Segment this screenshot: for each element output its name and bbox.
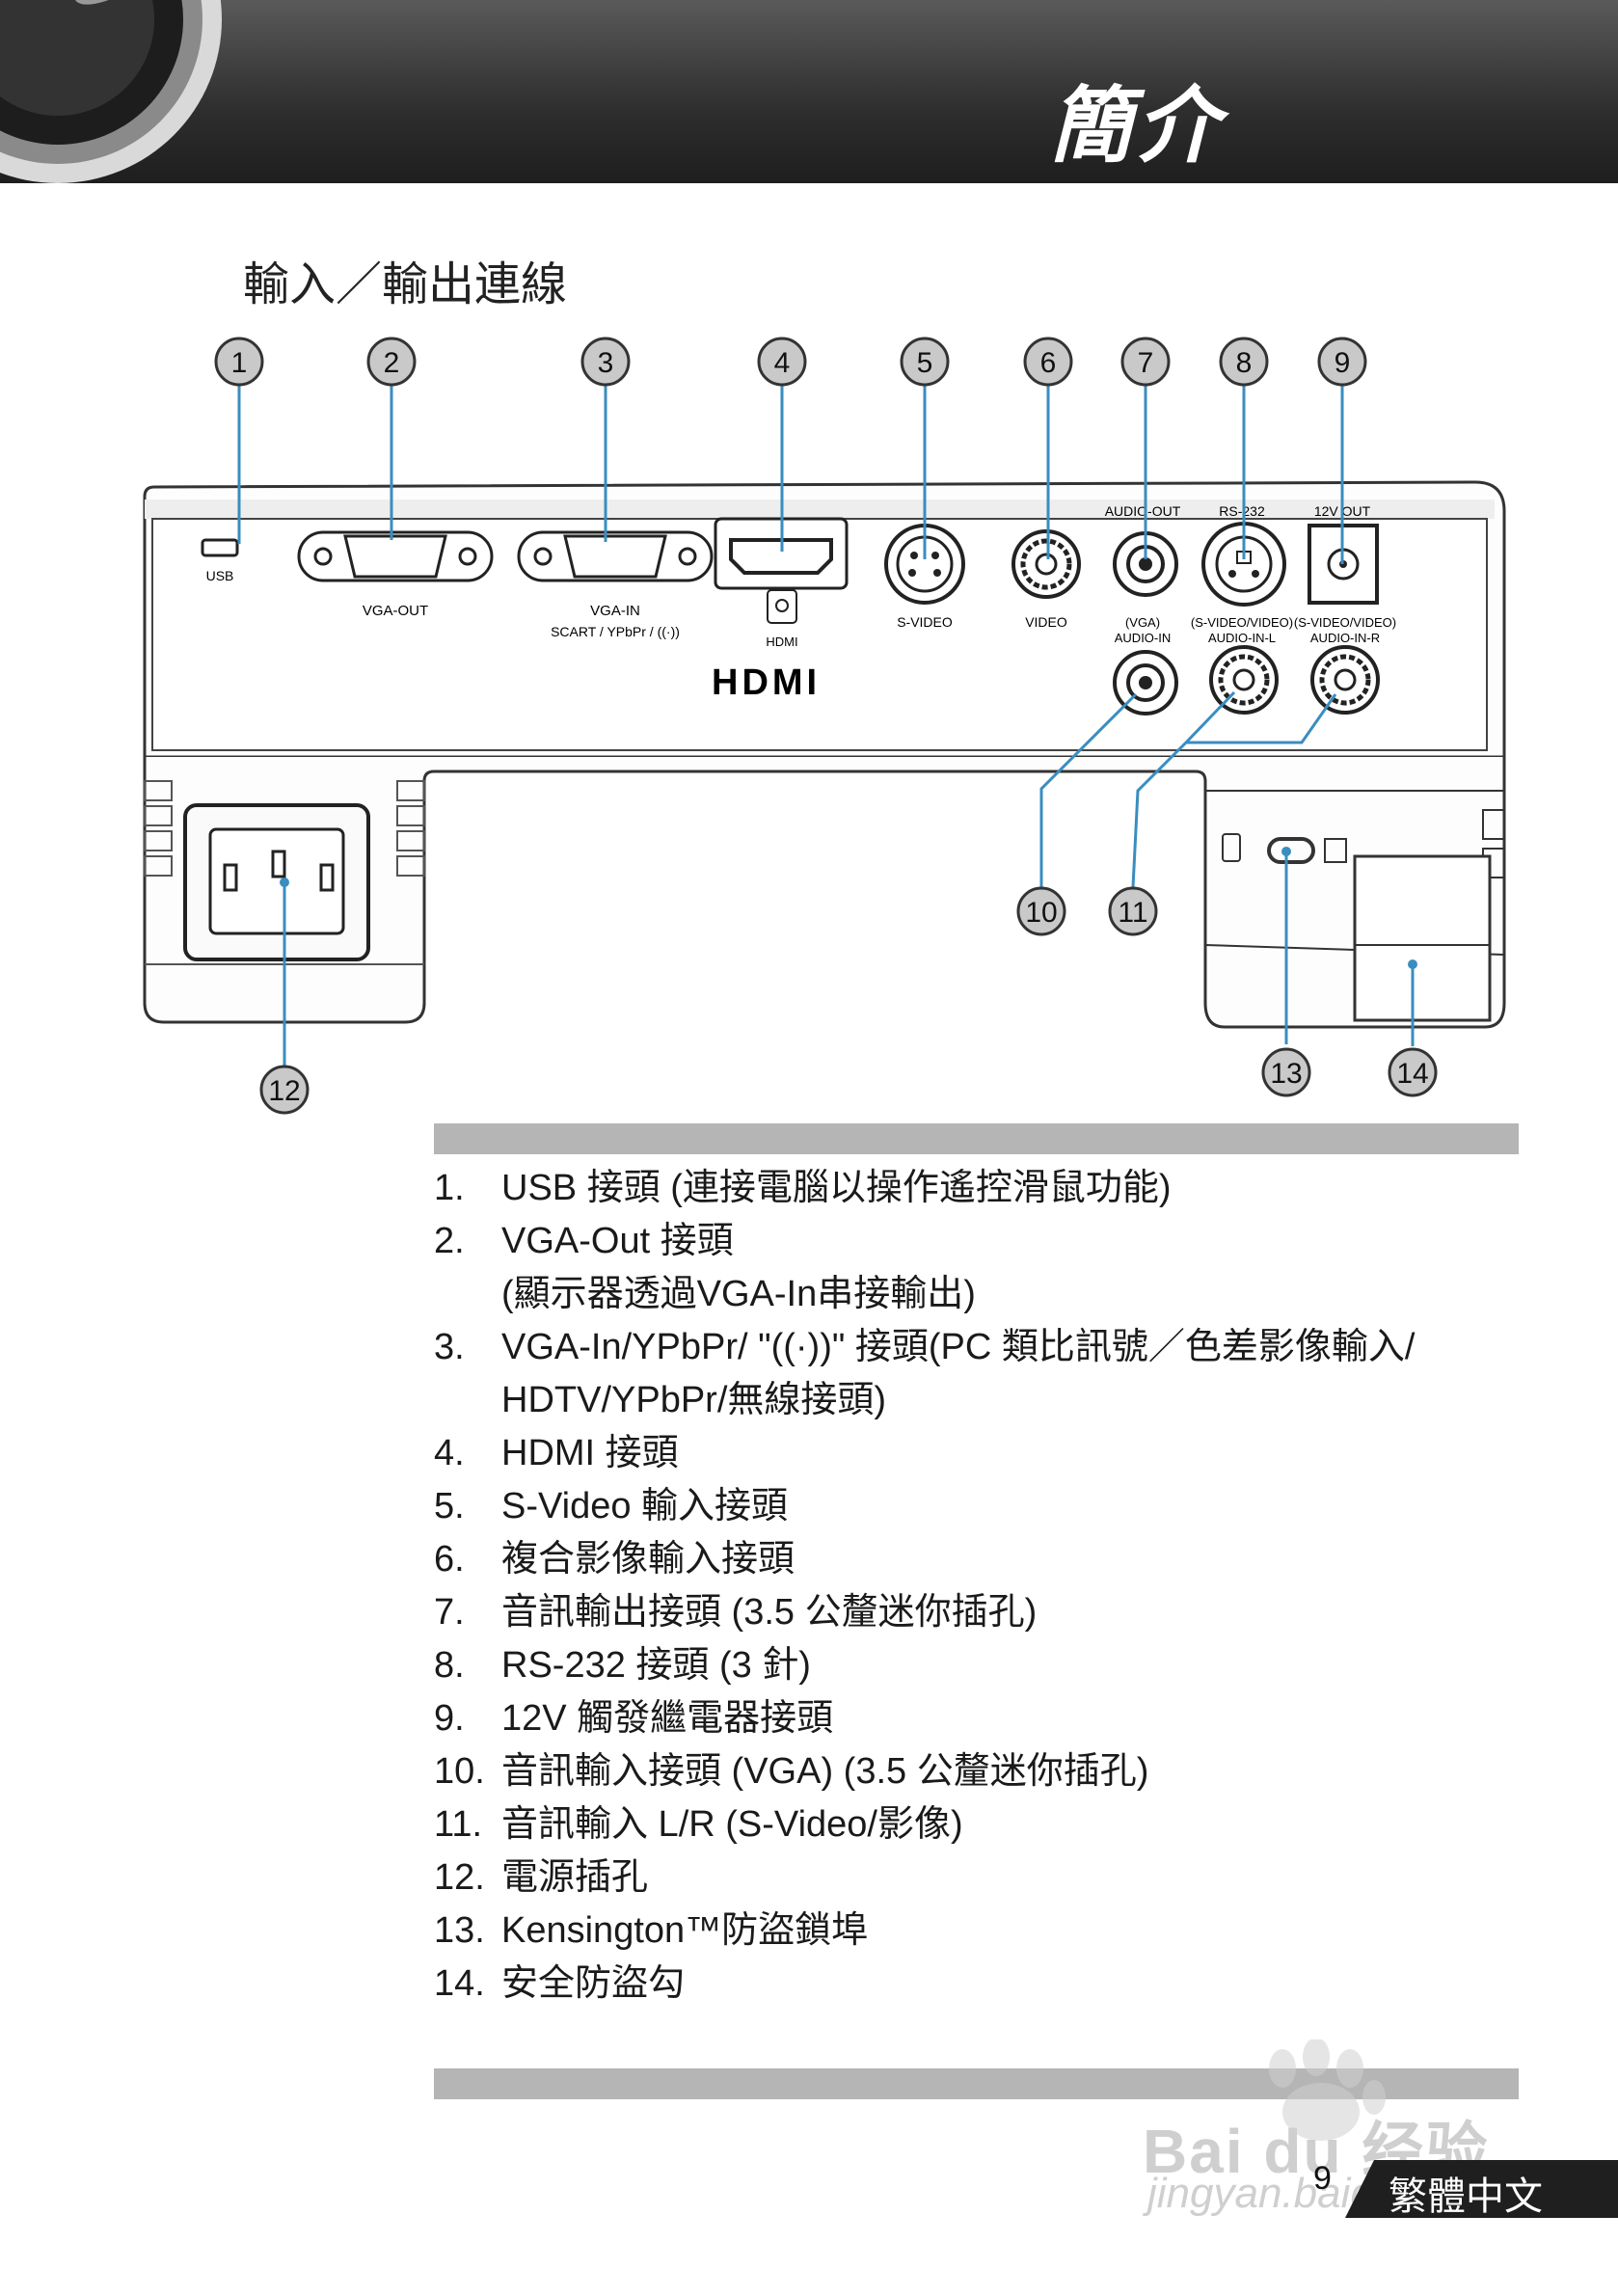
rear-panel-diagram: USB VGA-OUT VGA-IN SCART / YPbPr / ((·))… xyxy=(143,337,1506,1115)
list-item: 8.RS-232 接頭 (3 針) xyxy=(434,1645,811,1686)
s-video-port: S-VIDEO xyxy=(884,524,965,630)
list-item: 14.安全防盜勾 xyxy=(434,1963,686,2004)
list-item-subline: HDTV/YPbPr/無線接頭) xyxy=(501,1380,887,1420)
callout-7: 7 xyxy=(1120,337,1171,387)
usb-label: USB xyxy=(206,568,234,583)
callout-3: 3 xyxy=(580,337,631,387)
audio-in-l-port: (S-VIDEO/VIDEO) AUDIO-IN-L xyxy=(1191,615,1293,715)
svg-text:5: 5 xyxy=(917,347,933,379)
audio-in-l-label-1: (S-VIDEO/VIDEO) xyxy=(1191,615,1293,630)
callout-14: 14 xyxy=(1388,1047,1438,1097)
svg-text:13: 13 xyxy=(1270,1058,1302,1090)
divider-bar-top xyxy=(434,1123,1519,1154)
callout-11: 11 xyxy=(1108,886,1158,936)
callout-2: 2 xyxy=(366,337,417,387)
callout-8: 8 xyxy=(1219,337,1269,387)
list-item: 4.HDMI 接頭 xyxy=(434,1433,679,1473)
list-item: 6.複合影像輸入接頭 xyxy=(434,1539,796,1580)
callout-6: 6 xyxy=(1023,337,1073,387)
callout-markers: 1 2 3 4 5 6 7 8 9 10 11 12 13 14 xyxy=(214,337,1438,1115)
vga-audio-in-label-2: AUDIO-IN xyxy=(1115,631,1172,645)
svg-text:10: 10 xyxy=(1025,897,1057,929)
svg-text:2: 2 xyxy=(384,347,400,379)
audio-in-l-label-2: AUDIO-IN-L xyxy=(1208,631,1276,645)
section-title: 輸入／輸出連線 xyxy=(243,257,568,311)
rs232-label: RS-232 xyxy=(1219,503,1265,519)
svg-text:4: 4 xyxy=(774,347,791,379)
vga-in-sub-label: SCART / YPbPr / ((·)) xyxy=(551,624,680,639)
vga-in-port: VGA-IN SCART / YPbPr / ((·)) xyxy=(517,530,714,639)
callout-12: 12 xyxy=(259,1065,310,1115)
page-number: 9 xyxy=(1313,2160,1332,2197)
audio-in-r-label-2: AUDIO-IN-R xyxy=(1310,631,1380,645)
vga-audio-in-port: (VGA) AUDIO-IN xyxy=(1113,615,1178,716)
header-banner: 簡介 xyxy=(0,0,1618,183)
hdmi-small-label: HDMI xyxy=(766,635,797,649)
svg-text:8: 8 xyxy=(1236,347,1253,379)
language-label: 繁體中文 xyxy=(1389,2174,1543,2219)
svg-text:9: 9 xyxy=(1335,347,1351,379)
hdmi-logo: HDMI xyxy=(712,662,821,703)
svg-text:1: 1 xyxy=(231,347,248,379)
svg-text:12: 12 xyxy=(268,1075,300,1107)
video-port: VIDEO xyxy=(1011,529,1081,630)
list-item: 10.音訊輸入接頭 (VGA) (3.5 公釐迷你插孔) xyxy=(434,1751,1149,1792)
left-vents xyxy=(144,780,425,965)
audio-in-r-label-1: (S-VIDEO/VIDEO) xyxy=(1294,615,1396,630)
svg-text:7: 7 xyxy=(1138,347,1154,379)
callout-13: 13 xyxy=(1261,1047,1311,1097)
svg-text:6: 6 xyxy=(1040,347,1057,379)
svg-text:3: 3 xyxy=(598,347,614,379)
vga-out-label: VGA-OUT xyxy=(363,603,428,619)
list-item: 13.Kensington™防盜鎖埠 xyxy=(434,1910,869,1951)
s-video-label: S-VIDEO xyxy=(897,614,953,630)
svg-text:11: 11 xyxy=(1118,897,1147,929)
callout-4: 4 xyxy=(757,337,807,387)
power-socket xyxy=(183,803,370,961)
right-foot-details xyxy=(1204,790,1505,1022)
connector-list: 1.USB 接頭 (連接電腦以操作遙控滑鼠功能) 2.VGA-Out 接頭 (顯… xyxy=(434,1162,1543,2011)
callout-5: 5 xyxy=(900,337,950,387)
baidu-paw-icon xyxy=(1269,2039,1386,2141)
list-item: 7.音訊輸出接頭 (3.5 公釐迷你插孔) xyxy=(434,1592,1038,1633)
vga-in-label: VGA-IN xyxy=(590,603,640,619)
footer-tab xyxy=(1345,2160,1618,2218)
projector-lens-graphic xyxy=(0,0,222,183)
list-item-subline: (顯示器透過VGA-In串接輸出) xyxy=(501,1274,976,1314)
callout-10: 10 xyxy=(1016,886,1066,936)
video-label: VIDEO xyxy=(1025,614,1067,630)
hdmi-port: HDMI HDMI xyxy=(712,517,849,703)
leader-lines xyxy=(237,376,1415,1088)
svg-text:14: 14 xyxy=(1396,1058,1428,1090)
vga-out-port: VGA-OUT xyxy=(297,530,494,619)
list-item: 11.音訊輸入 L/R (S-Video/影像) xyxy=(434,1804,963,1845)
vga-audio-in-label-1: (VGA) xyxy=(1125,615,1160,630)
usb-port: USB xyxy=(201,538,239,583)
audio-out-port: AUDIO-OUT xyxy=(1105,503,1181,597)
list-item: 12.電源插孔 xyxy=(434,1857,649,1898)
list-item: 5.S-Video 輸入接頭 xyxy=(434,1486,789,1526)
audio-out-label: AUDIO-OUT xyxy=(1105,503,1181,519)
callout-9: 9 xyxy=(1317,337,1367,387)
list-item: 2.VGA-Out 接頭 xyxy=(434,1221,734,1261)
list-item: 3.VGA-In/YPbPr/ "((·))" 接頭(PC 類比訊號／色差影像輸… xyxy=(434,1327,1416,1367)
list-item: 1.USB 接頭 (連接電腦以操作遙控滑鼠功能) xyxy=(434,1168,1172,1208)
chapter-title: 簡介 xyxy=(1049,78,1223,175)
list-item: 9.12V 觸發繼電器接頭 xyxy=(434,1698,834,1739)
callout-1: 1 xyxy=(214,337,264,387)
audio-in-r-port: (S-VIDEO/VIDEO) AUDIO-IN-R xyxy=(1294,615,1396,715)
